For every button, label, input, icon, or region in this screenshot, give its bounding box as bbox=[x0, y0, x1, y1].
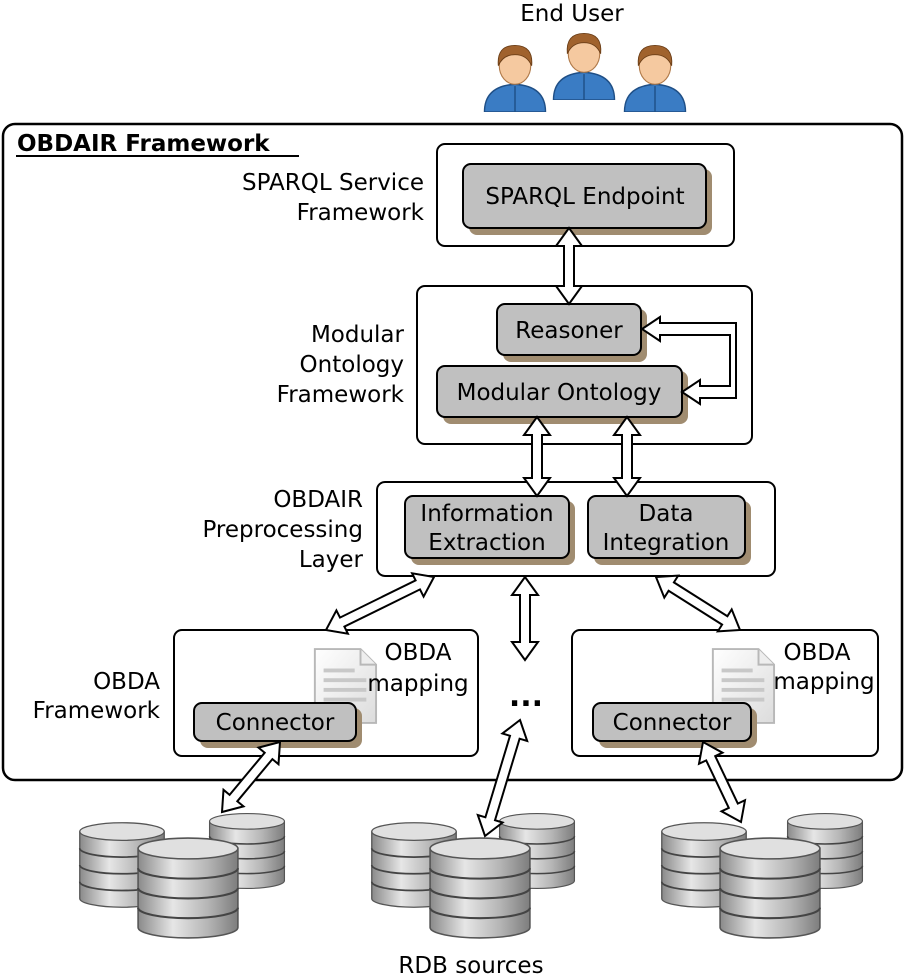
obda-layer-label-line1: OBDA bbox=[93, 669, 160, 695]
connector-box-left bbox=[193, 702, 357, 742]
rdb-group-middle bbox=[370, 812, 576, 940]
arrow-connector-rdb-right bbox=[697, 740, 747, 824]
rdb-sources-label: RDB sources bbox=[398, 953, 543, 977]
information-extraction-label-line1: Information bbox=[420, 501, 553, 527]
framework-title: OBDAIR Framework bbox=[17, 131, 270, 157]
connector-label-right: Connector bbox=[613, 710, 732, 736]
end-user-group bbox=[483, 32, 687, 112]
sparql-endpoint-box bbox=[462, 163, 707, 229]
obda-ellipsis: ... bbox=[509, 679, 543, 714]
end-user-label: End User bbox=[520, 1, 624, 27]
connector-box-right bbox=[592, 702, 752, 742]
user-icon bbox=[623, 44, 687, 112]
data-integration-box bbox=[587, 495, 746, 559]
arrow-middle-rdb bbox=[476, 718, 529, 838]
data-integration-label-line1: Data bbox=[639, 501, 694, 527]
information-extraction-box bbox=[404, 495, 570, 559]
ontology-layer-label-line2: Ontology bbox=[300, 352, 404, 378]
connection-arrows bbox=[220, 226, 747, 838]
obda-mapping-label-right-line2: mapping bbox=[773, 669, 874, 695]
arrow-preprocessing-obda-left bbox=[324, 571, 436, 636]
information-extraction-label-line2: Extraction bbox=[428, 530, 545, 556]
rdb-group-right bbox=[660, 812, 864, 940]
reasoner-loop-arrow bbox=[640, 315, 737, 406]
obda-mapping-label-left-line1: OBDA bbox=[385, 640, 452, 666]
reasoner-label: Reasoner bbox=[515, 318, 623, 344]
obda-mapping-label-left-line2: mapping bbox=[367, 671, 468, 697]
sparql-endpoint-label: SPARQL Endpoint bbox=[485, 184, 684, 210]
obda-mapping-label-right-line1: OBDA bbox=[784, 640, 851, 666]
user-icon bbox=[483, 44, 547, 112]
database-icon bbox=[136, 836, 240, 940]
database-icon bbox=[718, 836, 822, 940]
ontology-layer-label-line3: Framework bbox=[277, 382, 405, 408]
connector-label-left: Connector bbox=[216, 710, 335, 736]
arrow-endpoint-reasoner bbox=[554, 226, 584, 306]
database-icon bbox=[428, 836, 532, 940]
sparql-layer-label-line1: SPARQL Service bbox=[242, 170, 424, 196]
data-integration-label-line2: Integration bbox=[603, 530, 730, 556]
arrow-preprocessing-obda-right bbox=[654, 574, 742, 633]
arrow-ontology-integration bbox=[612, 415, 642, 498]
preprocessing-layer-label-line2: Preprocessing bbox=[202, 517, 363, 543]
arrow-connector-rdb-left bbox=[220, 740, 282, 814]
arrow-ontology-extraction bbox=[522, 415, 552, 498]
ontology-layer-label-line1: Modular bbox=[311, 322, 405, 348]
user-icon bbox=[552, 32, 616, 100]
sparql-layer-label-line2: Framework bbox=[297, 200, 425, 226]
preprocessing-layer-label-line1: OBDAIR bbox=[273, 487, 363, 513]
modular-ontology-label: Modular Ontology bbox=[457, 380, 662, 406]
arrow-preprocessing-obda-middle bbox=[510, 575, 540, 662]
rdb-group-left bbox=[78, 812, 286, 940]
preprocessing-layer-label-line3: Layer bbox=[299, 547, 364, 573]
obda-layer-label-line2: Framework bbox=[33, 698, 161, 724]
